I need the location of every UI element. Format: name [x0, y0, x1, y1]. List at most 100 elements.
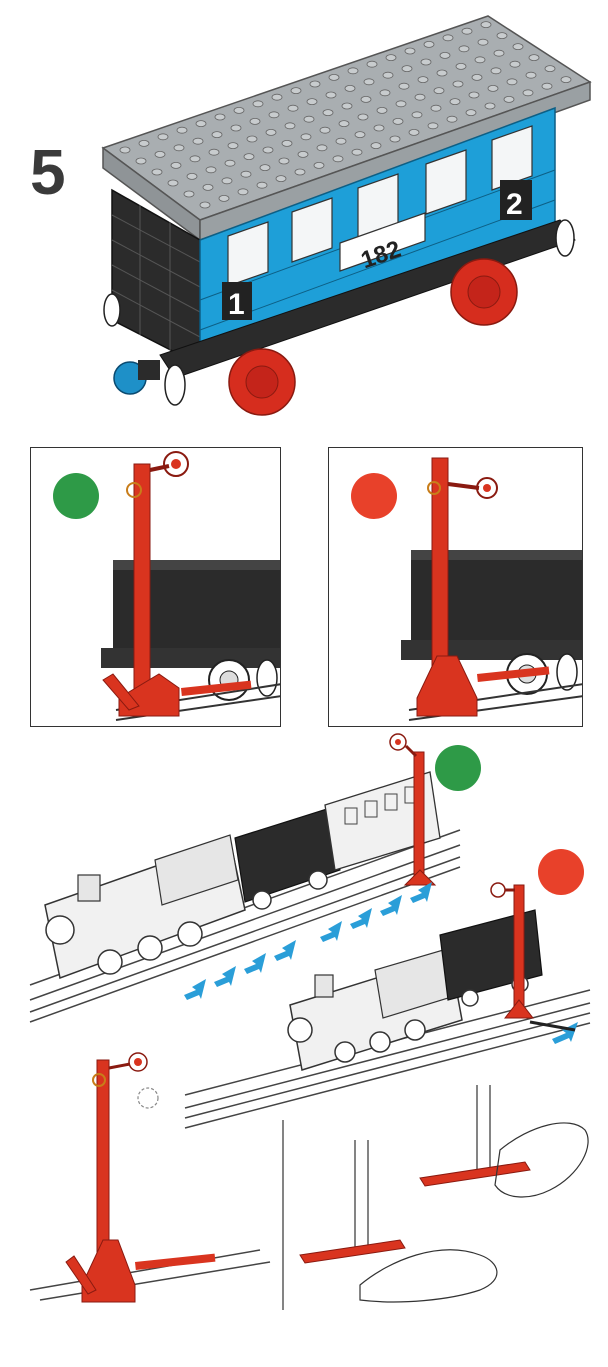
roof-stud: [265, 128, 277, 136]
roof-stud: [322, 109, 334, 116]
roof-stud: [423, 41, 435, 48]
green-signal-light-icon: [435, 745, 481, 791]
roof-stud: [224, 159, 236, 167]
roof-stud: [389, 135, 401, 143]
roof-stud: [328, 74, 340, 81]
roof-stud: [544, 65, 556, 72]
roof-stud: [414, 93, 426, 101]
roof-stud: [512, 43, 524, 50]
carriage-wheels: [103, 219, 575, 416]
roof-stud: [471, 74, 483, 81]
roof-stud: [183, 190, 195, 198]
roof-stud: [167, 179, 179, 187]
roof-stud: [170, 161, 182, 169]
roof-stud: [335, 137, 347, 145]
carriage-upper: [324, 771, 441, 871]
roof-stud: [458, 45, 470, 53]
roof-stud: [395, 100, 407, 108]
direction-arrow-icon: [552, 1022, 578, 1044]
roof-stud: [468, 91, 480, 99]
roof-stud: [151, 168, 163, 176]
roof-stud: [404, 47, 416, 55]
roof-stud: [461, 27, 473, 35]
roof-stud: [541, 82, 553, 90]
direction-arrows-upper: [184, 882, 432, 1000]
roof-stud: [376, 107, 388, 114]
roof-stud: [227, 142, 239, 150]
roof-stud: [417, 76, 429, 83]
class-label-right: 2: [506, 188, 523, 221]
roof-stud: [436, 69, 448, 77]
roof-stud: [313, 161, 325, 169]
roof-stud: [490, 67, 502, 75]
carriage-windows: [227, 125, 533, 287]
roof-stud: [493, 49, 505, 57]
roof-stud: [392, 118, 404, 125]
roof-stud: [363, 78, 375, 86]
roof-stud: [338, 120, 350, 127]
roof-stud: [487, 85, 499, 92]
signal-detail: [29, 1052, 271, 1303]
roof-stud: [135, 157, 147, 165]
roof-stud: [230, 124, 242, 132]
roof-stud: [420, 58, 432, 66]
roof-stud: [560, 76, 572, 83]
roof-stud: [455, 63, 467, 70]
hands-detail: [299, 1085, 589, 1303]
roof-stud: [449, 98, 461, 105]
tender-upper: [234, 807, 341, 910]
carriage-illustration: 182 1 2: [101, 15, 592, 416]
roof-stud: [446, 115, 458, 123]
roof-stud: [401, 65, 413, 72]
roof-stud: [262, 146, 274, 154]
signal-lever: [102, 673, 140, 711]
panel-signal-go: [30, 447, 281, 727]
roof-stud: [243, 153, 255, 161]
roof-stud: [319, 126, 331, 134]
roof-stud: [382, 71, 394, 79]
roof-stud: [385, 54, 397, 61]
roof-stud: [240, 170, 252, 178]
roof-stud: [366, 60, 378, 68]
step-number: 5: [30, 136, 66, 208]
roof-stud: [506, 78, 518, 86]
roof-stud: [344, 85, 356, 92]
roof-stud: [496, 32, 508, 39]
roof-stud: [465, 109, 477, 116]
roof-stud: [332, 155, 344, 163]
roof-stud: [233, 107, 245, 114]
roof-stud: [528, 54, 540, 61]
roof-stud: [275, 175, 287, 183]
roof-stud: [452, 80, 464, 88]
roof-stud: [202, 183, 214, 191]
roof-stud: [442, 34, 454, 42]
roof-stud: [351, 148, 363, 156]
roof-stud: [297, 150, 309, 158]
roof-stud: [271, 93, 283, 101]
roof-stud: [157, 133, 169, 141]
roof-stud: [347, 67, 359, 75]
roof-stud: [309, 80, 321, 88]
roof-stud: [484, 102, 496, 110]
roof-stud: [433, 87, 445, 94]
roof-stud: [303, 115, 315, 123]
roof-stud: [173, 144, 185, 152]
roof-stud: [154, 150, 166, 158]
roof-stud: [300, 133, 312, 141]
roof-stud: [237, 188, 249, 196]
locomotive-lower: [287, 947, 463, 1071]
roof-stud: [252, 100, 264, 108]
roof-stud: [427, 122, 439, 130]
roof-stud: [373, 124, 385, 132]
roof-stud: [246, 135, 258, 143]
class-label-left: 1: [228, 288, 245, 321]
roof-stud: [398, 82, 410, 90]
red-signal-light-icon: [351, 473, 397, 519]
roof-stud: [379, 89, 391, 97]
number-plate-bg: [339, 212, 426, 272]
roof-stud: [287, 104, 299, 112]
roof-stud: [278, 157, 290, 165]
roof-stud: [306, 98, 318, 105]
roof-stud: [370, 142, 382, 150]
